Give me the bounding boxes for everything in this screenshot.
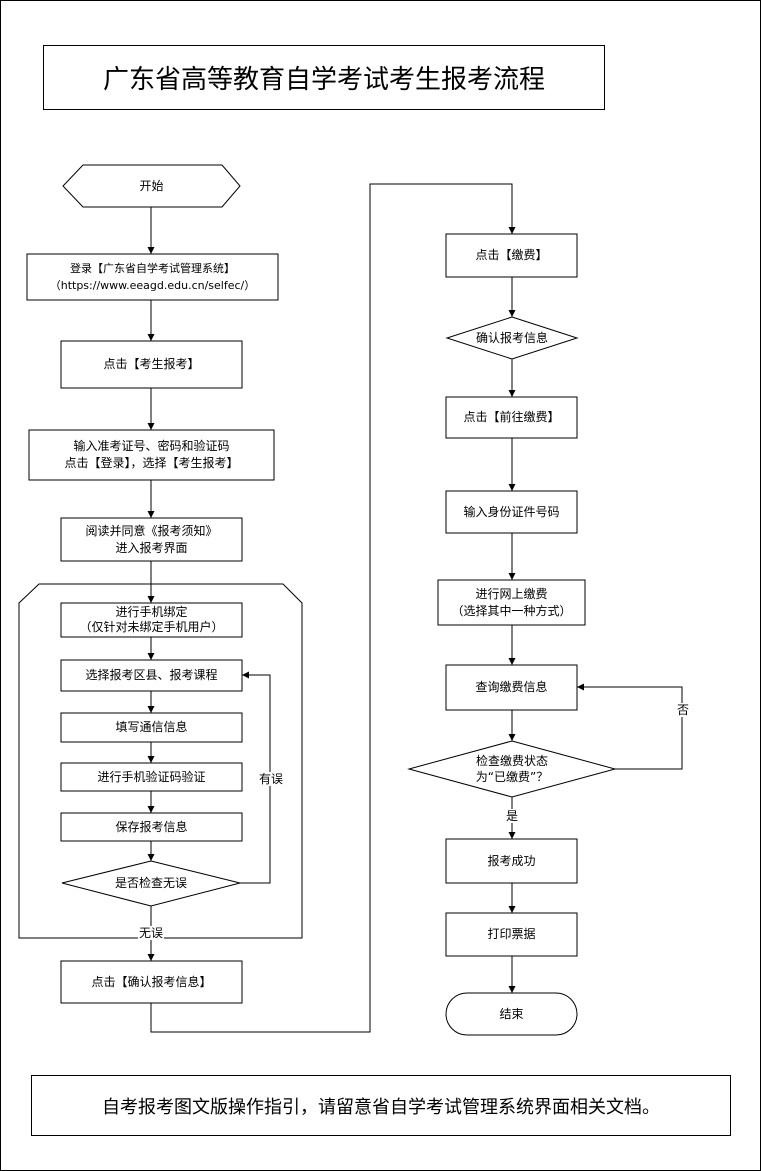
online-pay-line-1: 进行网上缴费 <box>475 586 548 601</box>
input-credentials-step: 输入准考证号、密码和验证码点击【登录】，选择【考生报考】 <box>29 430 274 480</box>
fill-contact-box <box>60 712 243 743</box>
fill-contact-step: 填写通信信息 <box>61 713 242 742</box>
click-pay-line-1: 点击【缴费】 <box>475 248 548 262</box>
login-line-2: （https://www.eeagd.edu.cn/selfec/） <box>49 279 256 292</box>
check-pay-status-line-1: 检查缴费状态 <box>475 754 548 768</box>
edge-check-no-loop <box>577 683 683 770</box>
footer-note-text: 自考报考图文版操作指引，请留意省自学考试管理系统界面相关文档。 <box>102 1096 660 1118</box>
click-exam-line-1: 点击【考生报考】 <box>103 357 200 371</box>
sms-verify-line-1: 进行手机验证码验证 <box>97 769 206 784</box>
check-correct-line-1: 是否检查无误 <box>114 876 187 890</box>
select-courses-step: 选择报考区县、报考课程 <box>61 660 242 691</box>
read-agree-step: 阅读并同意《报考须知》进入报考界面 <box>61 518 242 561</box>
query-pay-line-1: 查询缴费信息 <box>475 680 548 694</box>
select-courses-line-1: 选择报考区县、报考课程 <box>85 668 218 682</box>
bind-phone-line-2: （仅针对未绑定手机用户） <box>79 620 224 634</box>
read-agree-line-2: 进入报考界面 <box>115 540 188 555</box>
go-pay-box <box>445 396 578 439</box>
fill-contact-line-1: 填写通信信息 <box>115 720 188 734</box>
sms-verify-box <box>60 762 243 792</box>
end-line-1: 结束 <box>499 1006 524 1021</box>
page-title: 广东省高等教育自学考试考生报考流程 <box>43 45 605 110</box>
save-info-box <box>60 812 243 842</box>
click-exam-step: 点击【考生报考】 <box>61 341 242 388</box>
footer-note: 自考报考图文版操作指引，请留意省自学考试管理系统界面相关文档。 <box>31 1075 731 1136</box>
select-courses-box <box>60 659 243 692</box>
check-pay-status-line-2: 为“已缴费”？ <box>475 770 549 784</box>
check-pay-status-decision: 检查缴费状态为“已缴费”？ <box>409 741 615 797</box>
save-info-step: 保存报考信息 <box>61 813 242 841</box>
read-agree-line-1: 阅读并同意《报考须知》 <box>85 523 218 538</box>
start-node: 开始 <box>63 165 240 207</box>
success-line-1: 报考成功 <box>487 853 536 868</box>
print-receipt-line-1: 打印票据 <box>487 927 536 941</box>
go-pay-line-1: 点击【前往缴费】 <box>463 410 560 424</box>
loop-group-frame <box>18 583 303 939</box>
save-info-line-1: 保存报考信息 <box>115 819 188 834</box>
title-text: 广东省高等教育自学考试考生报考流程 <box>102 65 545 95</box>
confirm-exam-info-decision: 确认报考信息 <box>447 317 577 359</box>
query-pay-box <box>445 664 578 711</box>
confirm-exam-info-line-1: 确认报考信息 <box>475 330 548 345</box>
login-box <box>26 253 279 301</box>
login-step: 登录【广东省自学考试管理系统】 （https://www.eeagd.edu.cn… <box>27 254 278 300</box>
edge-label-yes: 是 <box>505 809 520 823</box>
confirm-info-line-1: 点击【确认报考信息】 <box>91 974 212 989</box>
print-receipt-step: 打印票据 <box>446 913 577 956</box>
login-line-1: 登录【广东省自学考试管理系统】 <box>70 262 235 275</box>
check-correct-decision: 是否检查无误 <box>62 861 240 906</box>
online-pay-line-2: （选择其中一种方式） <box>451 603 572 618</box>
print-receipt-box <box>445 912 578 957</box>
start-node-shape <box>62 164 241 208</box>
go-pay-step: 点击【前往缴费】 <box>446 397 577 438</box>
sms-verify-step: 进行手机验证码验证 <box>61 763 242 791</box>
query-pay-step: 查询缴费信息 <box>446 665 577 710</box>
end-node: 结束 <box>446 993 577 1035</box>
edge-label-has-error: 有误 <box>258 772 285 786</box>
confirm-info-step: 点击【确认报考信息】 <box>61 961 242 1003</box>
bind-phone-line-1: 进行手机绑定 <box>115 605 188 619</box>
click-pay-box <box>445 233 578 278</box>
bind-phone-step: 进行手机绑定（仅针对未绑定手机用户） <box>61 603 242 637</box>
input-id-step: 输入身份证件号码 <box>446 491 577 533</box>
confirm-info-box <box>60 960 243 1004</box>
input-credentials-line-2: 点击【登录】，选择【考生报考】 <box>64 456 239 470</box>
edge-label-no: 否 <box>676 703 691 717</box>
edge-confirm-to-pay <box>150 183 516 1033</box>
online-pay-step: 进行网上缴费 （选择其中一种方式） <box>438 580 585 625</box>
success-box <box>445 838 578 884</box>
click-pay-step: 点击【缴费】 <box>446 234 577 277</box>
success-step: 报考成功 <box>446 839 577 883</box>
edge-label-no-error: 无误 <box>138 926 165 940</box>
start-line-1: 开始 <box>139 178 164 193</box>
input-credentials-line-1: 输入准考证号、密码和验证码 <box>73 439 230 453</box>
input-id-line-1: 输入身份证件号码 <box>463 504 560 519</box>
